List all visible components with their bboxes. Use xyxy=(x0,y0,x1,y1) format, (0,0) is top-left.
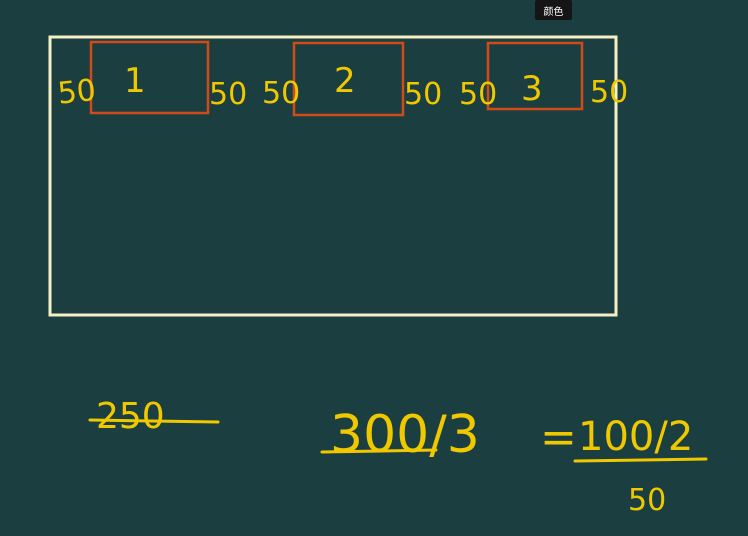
underline-left xyxy=(320,448,438,454)
box-3 xyxy=(486,41,584,111)
margin-label: 50 xyxy=(209,77,247,112)
container-rect xyxy=(48,35,618,317)
margin-label: 50 xyxy=(459,77,497,112)
strike-line xyxy=(88,418,220,424)
color-tooltip: 颜色 xyxy=(535,0,572,20)
box-2 xyxy=(292,41,405,117)
margin-label: 50 xyxy=(404,77,442,112)
equation-equals: = xyxy=(540,412,577,463)
equation-left: 300/3 xyxy=(330,405,480,465)
crossed-out-number: 250 xyxy=(96,396,165,437)
box-2-label: 2 xyxy=(334,61,356,101)
margin-label: 50 xyxy=(56,73,98,112)
margin-label: 50 xyxy=(262,76,300,111)
margin-label: 50 xyxy=(590,75,628,110)
box-3-label: 3 xyxy=(521,69,543,109)
box-1 xyxy=(89,40,210,115)
box-1-label: 1 xyxy=(124,61,146,101)
underline-right xyxy=(573,457,708,463)
equation-right: 100/2 xyxy=(578,414,693,460)
equation-result: 50 xyxy=(628,483,666,518)
